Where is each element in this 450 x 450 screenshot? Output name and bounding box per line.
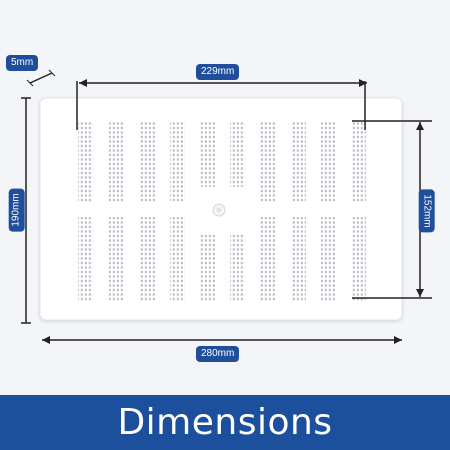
vent-slot bbox=[260, 121, 275, 203]
banner-title: Dimensions bbox=[117, 402, 333, 443]
vent-slot bbox=[321, 217, 336, 301]
vent-slot bbox=[200, 233, 215, 301]
vent-slot bbox=[321, 121, 336, 203]
depth-line bbox=[29, 72, 53, 84]
product-image: 5mm 229mm 190mm 152mm 280mm bbox=[6, 55, 435, 362]
vent-slot bbox=[78, 121, 93, 203]
vent-slots bbox=[78, 121, 366, 301]
vent-diagram bbox=[21, 69, 432, 344]
vent-slot bbox=[78, 217, 93, 301]
vent-slot bbox=[260, 217, 275, 301]
vent-slot bbox=[230, 121, 245, 187]
depth-label: 5mm bbox=[6, 55, 39, 71]
hole-height-label: 152mm bbox=[418, 189, 435, 233]
vent-slot bbox=[140, 217, 155, 301]
vent-slot bbox=[230, 233, 245, 301]
vent-slot bbox=[200, 121, 215, 187]
vent-slot bbox=[170, 217, 185, 301]
vent-slot bbox=[109, 121, 124, 203]
height-label: 190mm bbox=[8, 188, 25, 232]
vent-slot bbox=[351, 217, 366, 301]
width-label: 280mm bbox=[196, 346, 240, 362]
vent-slot bbox=[140, 121, 155, 203]
vent-slot bbox=[291, 217, 306, 301]
vent-slot bbox=[170, 121, 185, 203]
vent-slot bbox=[109, 217, 124, 301]
banner: Dimensions bbox=[0, 395, 450, 450]
vent-slot bbox=[291, 121, 306, 203]
vent-slot bbox=[351, 121, 366, 203]
hole-spacing-label: 229mm bbox=[196, 64, 240, 80]
